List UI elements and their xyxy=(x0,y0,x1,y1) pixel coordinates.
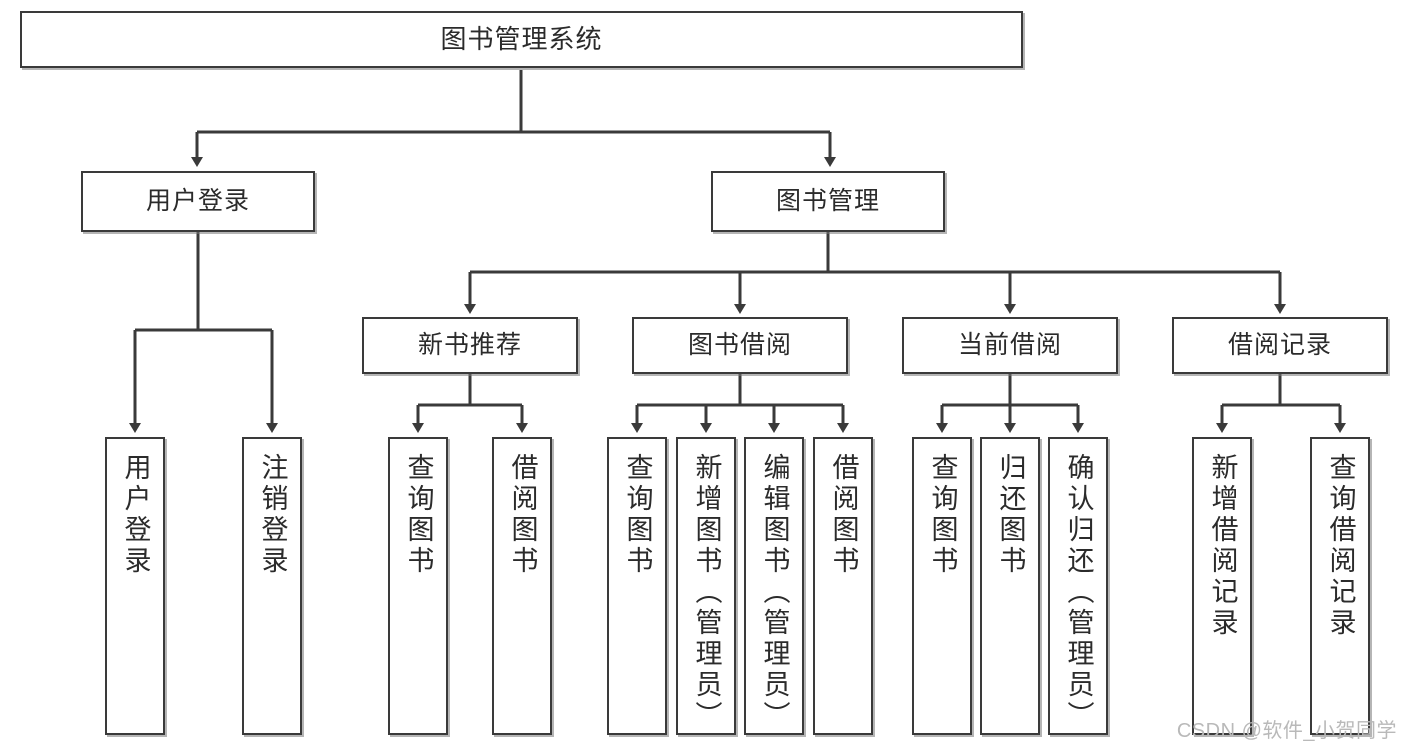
leaf-return-book[interactable]: 归还图书 xyxy=(980,437,1040,735)
leaf-add-borrow-record[interactable]: 新增借阅记录 xyxy=(1192,437,1252,735)
node-label: 用户登录 xyxy=(145,187,250,216)
leaf-edit-book-admin[interactable]: 编辑图书（管理员） xyxy=(744,437,804,735)
node-user-login[interactable]: 用户登录 xyxy=(81,171,315,232)
leaf-query-book-recommend[interactable]: 查询图书 xyxy=(388,437,448,735)
leaf-borrow-book[interactable]: 借阅图书 xyxy=(813,437,873,735)
leaf-query-book-current[interactable]: 查询图书 xyxy=(912,437,972,735)
node-label: 图书借阅 xyxy=(687,331,792,360)
node-label: 新书推荐 xyxy=(417,331,522,360)
node-new-book-recommend[interactable]: 新书推荐 xyxy=(362,317,578,374)
leaf-query-borrow-record[interactable]: 查询借阅记录 xyxy=(1310,437,1370,735)
node-label: 借阅图书 xyxy=(828,453,859,577)
node-label: 注销登录 xyxy=(257,453,288,577)
leaf-borrow-book-recommend[interactable]: 借阅图书 xyxy=(492,437,552,735)
watermark: CSDN @软件_小贺同学 xyxy=(1176,720,1397,742)
node-borrow-records[interactable]: 借阅记录 xyxy=(1172,317,1388,374)
node-label: 查询图书 xyxy=(622,453,653,577)
node-current-borrow[interactable]: 当前借阅 xyxy=(902,317,1118,374)
node-label: 确认归还（管理员） xyxy=(1063,453,1094,732)
node-book-management[interactable]: 图书管理 xyxy=(711,171,945,232)
node-label: 查询借阅记录 xyxy=(1325,453,1356,639)
leaf-query-book-borrow[interactable]: 查询图书 xyxy=(607,437,667,735)
node-label: 新增图书（管理员） xyxy=(691,453,722,732)
node-label: 新增借阅记录 xyxy=(1207,453,1238,639)
node-label: 当前借阅 xyxy=(957,331,1062,360)
node-label: 图书管理 xyxy=(775,187,880,216)
leaf-user-login[interactable]: 用户登录 xyxy=(105,437,165,735)
node-label: 归还图书 xyxy=(995,453,1026,577)
leaf-confirm-return-admin[interactable]: 确认归还（管理员） xyxy=(1048,437,1108,735)
node-label: 借阅图书 xyxy=(507,453,538,577)
node-label: 编辑图书（管理员） xyxy=(759,453,790,732)
node-label: 用户登录 xyxy=(120,453,151,577)
node-label: 图书管理系统 xyxy=(440,23,603,54)
node-label: 查询图书 xyxy=(403,453,434,577)
node-book-borrow[interactable]: 图书借阅 xyxy=(632,317,848,374)
node-label: 查询图书 xyxy=(927,453,958,577)
leaf-add-book-admin[interactable]: 新增图书（管理员） xyxy=(676,437,736,735)
node-root-system[interactable]: 图书管理系统 xyxy=(20,11,1023,68)
leaf-logout[interactable]: 注销登录 xyxy=(242,437,302,735)
node-label: 借阅记录 xyxy=(1227,331,1332,360)
